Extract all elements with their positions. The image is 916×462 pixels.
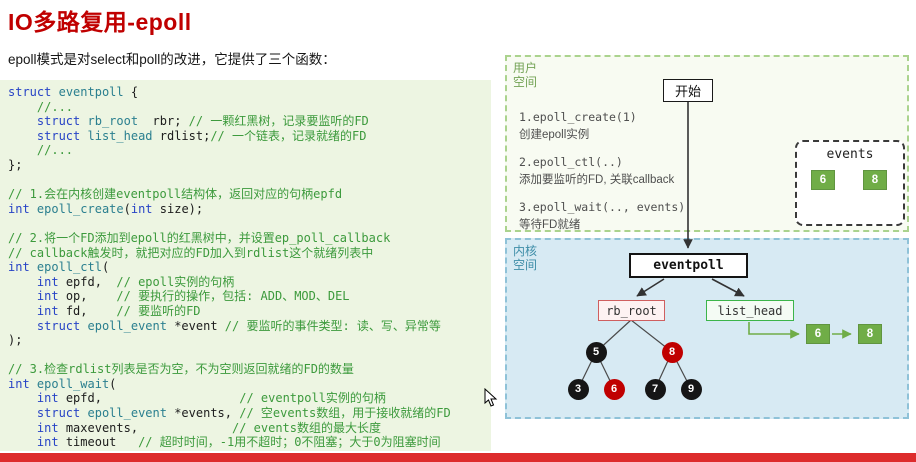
code-line: struct eventpoll {: [8, 85, 139, 99]
code-line: //...: [8, 99, 74, 114]
fd-square: 8: [858, 324, 882, 344]
kernel-space-label-line2: 空间: [513, 258, 538, 272]
code-line: // 1.会在内核创建eventpoll结构体，返回对应的句柄epfd: [8, 187, 343, 202]
start-box: 开始: [663, 79, 713, 102]
eventpoll-label: eventpoll: [653, 258, 724, 273]
code-line: int op, // 要执行的操作，包括: ADD、MOD、DEL: [36, 289, 350, 304]
video-progress-bar[interactable]: [0, 453, 916, 462]
user-space-label-line2: 空间: [513, 75, 538, 89]
code-line: struct epoll_event *events, // 空events数组…: [36, 406, 451, 421]
code-line: );: [8, 333, 23, 348]
eventpoll-box: eventpoll: [629, 253, 748, 278]
flow-step: 1.epoll_create(1) 创建epoll实例: [519, 110, 685, 142]
intro-text: epoll模式是对select和poll的改进，它提供了三个函数：: [8, 52, 336, 67]
code-line: // 3.检查rdlist列表是否为空，不为空则返回就绪的FD的数量: [8, 362, 354, 377]
flow-steps: 1.epoll_create(1) 创建epoll实例 2.epoll_ctl(..…: [519, 110, 685, 232]
code-line: //...: [8, 143, 74, 158]
flow-step-title: 2.epoll_ctl(..): [519, 155, 623, 169]
code-line: int maxevents, // events数组的最大长度: [36, 420, 382, 435]
code-line: int epoll_wait(: [8, 376, 117, 391]
kernel-space-label: 内核 空间: [513, 244, 537, 272]
flow-step-desc: 创建epoll实例: [519, 129, 590, 141]
code-line: // callback触发时，就把对应的FD加入到rdlist这个就绪列表中: [8, 245, 374, 260]
flow-step-title: 1.epoll_create(1): [519, 110, 637, 124]
list-head-box: list_head: [706, 300, 794, 321]
mouse-cursor: [484, 387, 498, 413]
code-line: struct rb_root rbr; // 一颗红黑树，记录要监听的FD: [36, 114, 369, 129]
code-block: struct eventpoll { //... struct rb_root …: [0, 80, 491, 451]
list-head-label: list_head: [717, 303, 783, 318]
page-title: IO多路复用-epoll: [8, 9, 192, 35]
flow-step-title: 3.epoll_wait(.., events): [519, 200, 686, 214]
code-line: [8, 173, 491, 188]
code-line: // 2.将一个FD添加到epoll的红黑树中，并设置ep_poll_callb…: [8, 230, 391, 245]
user-space-label: 用户 空间: [513, 61, 537, 89]
events-label: events: [826, 147, 874, 162]
fd-square: 6: [806, 324, 830, 344]
code-line: int epoll_ctl(: [8, 260, 110, 275]
code-line: int timeout // 超时时间，-1用不超时；0不阻塞；大于0为阻塞时间: [36, 435, 441, 450]
fd-square: 8: [863, 170, 887, 190]
code-line: int epfd, // epoll实例的句柄: [36, 274, 235, 289]
code-line: int fd, // 要监听的FD: [36, 303, 201, 318]
code-line: [8, 216, 491, 231]
code-line: struct epoll_event *event // 要监听的事件类型: 读…: [36, 318, 441, 333]
flow-step-desc: 等待FD就绪: [519, 219, 581, 231]
flow-step: 2.epoll_ctl(..) 添加要监听的FD, 关联callback: [519, 155, 685, 187]
flow-step-desc: 添加要监听的FD, 关联callback: [519, 174, 675, 186]
fd-square: 6: [811, 170, 835, 190]
code-line: int epfd, // eventpoll实例的句柄: [36, 391, 386, 406]
code-line: };: [8, 157, 23, 172]
code-line: struct list_head rdlist;// 一个链表，记录就绪的FD: [36, 128, 367, 143]
code-line: [8, 348, 491, 363]
kernel-space-label-line1: 内核: [513, 244, 538, 258]
code-line: int epoll_create(int size);: [8, 201, 204, 216]
rb-root-box: rb_root: [598, 300, 665, 321]
flow-step: 3.epoll_wait(.., events) 等待FD就绪: [519, 200, 685, 232]
rb-root-label: rb_root: [606, 303, 657, 318]
user-space-label-line1: 用户: [513, 61, 538, 75]
start-label: 开始: [674, 84, 701, 99]
